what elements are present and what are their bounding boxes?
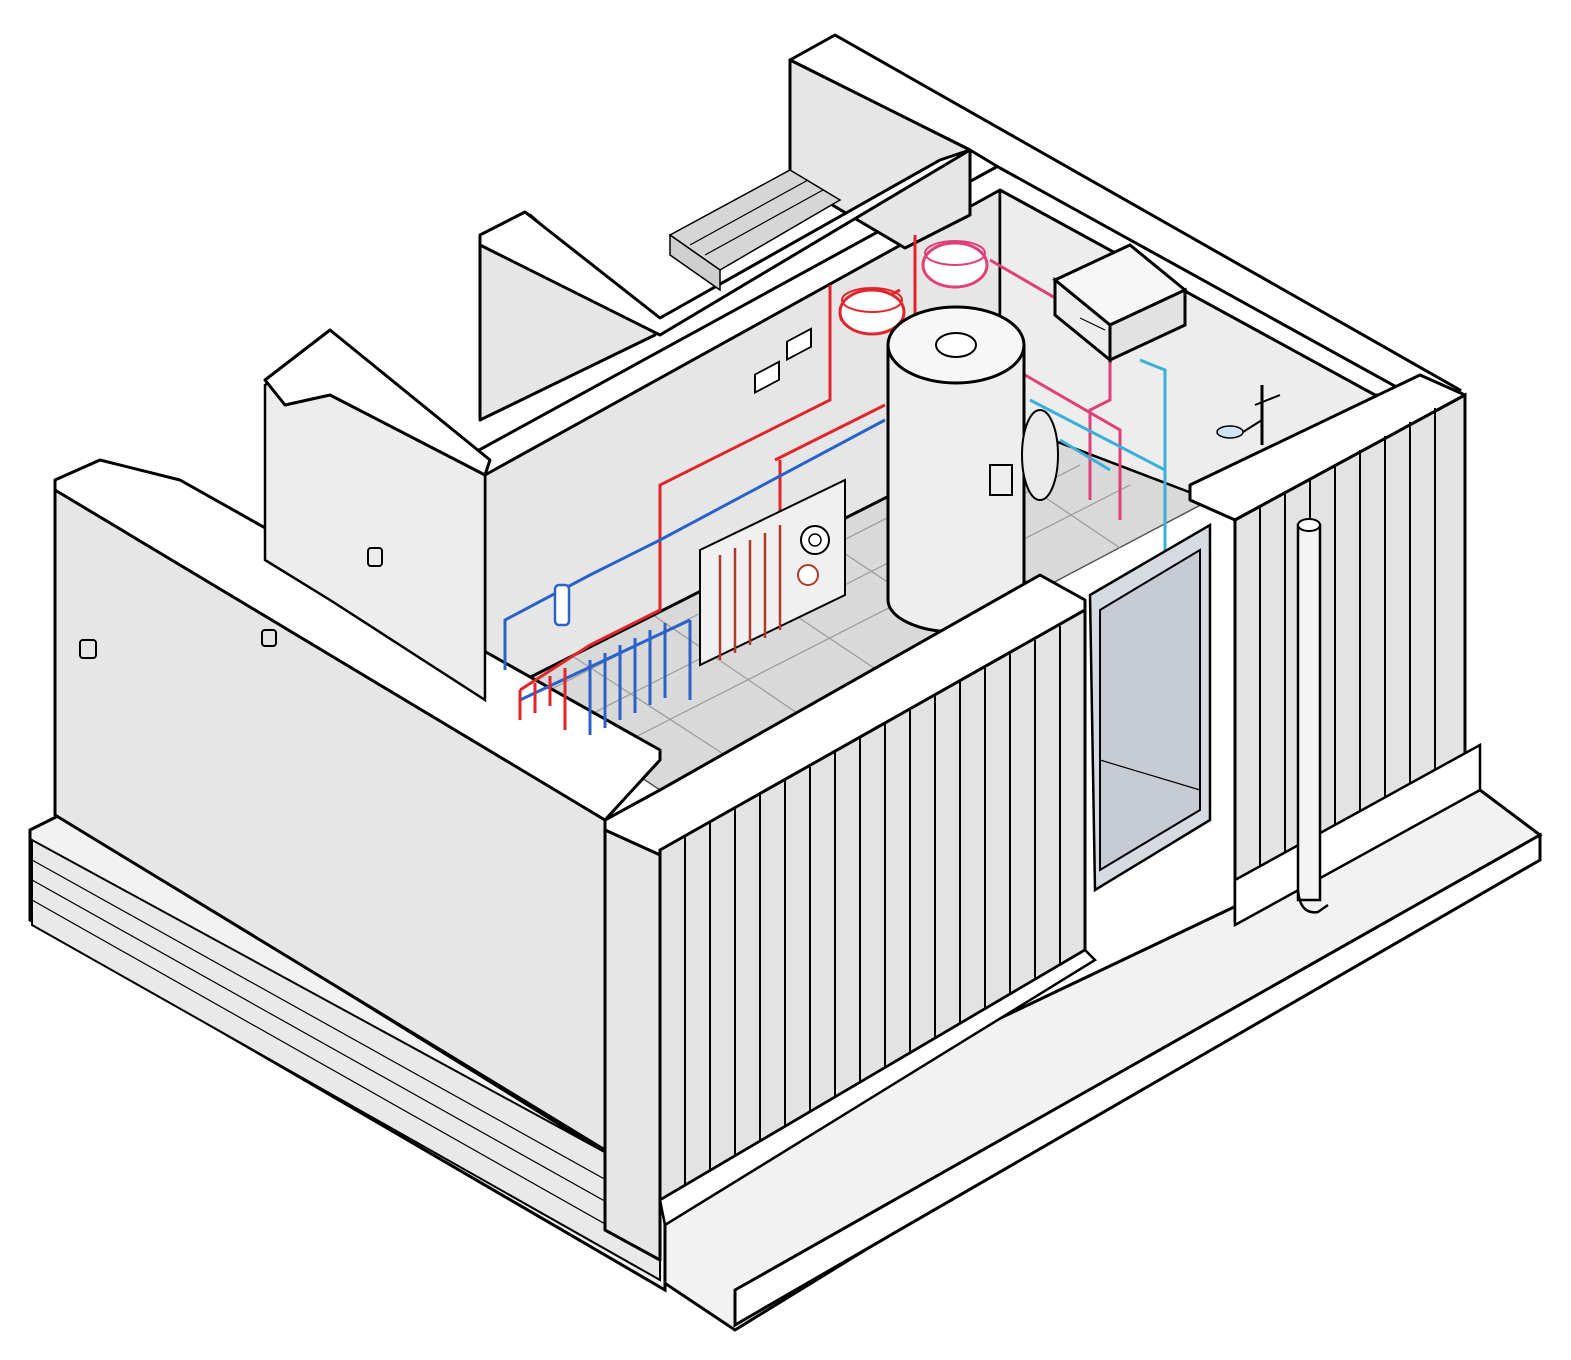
- water-filter: [553, 583, 571, 627]
- buffer-tank: [1021, 409, 1059, 501]
- cold-water-main: [503, 418, 886, 670]
- left-exterior-wall: [53, 328, 662, 1152]
- hot-water-cylinder: [886, 305, 1026, 634]
- expansion-vessel-red: [838, 287, 906, 336]
- wall-mounted-boiler: [1052, 243, 1188, 364]
- distribution-loops: [518, 623, 667, 735]
- electrical-sockets: [754, 327, 812, 395]
- wall-socket-icon: [79, 639, 97, 659]
- manifold-loops: [718, 525, 782, 660]
- wall-socket-icon: [367, 547, 383, 567]
- underfloor-heating-manifold: [699, 478, 846, 667]
- shower-head: [1216, 385, 1281, 445]
- cladding-boards: [684, 626, 1061, 1185]
- expansion-vessel-pink: [921, 240, 989, 289]
- wall-socket-icon: [261, 629, 277, 647]
- front-clad-wall: [603, 573, 1087, 1262]
- plumbing-system: [503, 235, 1167, 702]
- front-plinth: [658, 948, 1098, 1228]
- hot-water-main: [519, 285, 832, 692]
- staircase: [668, 169, 842, 292]
- stair-enclosure: [478, 58, 972, 422]
- foundation-hatching: [31, 859, 661, 1256]
- pump-group: [797, 525, 830, 586]
- downpipe: [1296, 518, 1329, 914]
- ground-slab: [28, 788, 1543, 1332]
- right-clad-wall: [1188, 373, 1482, 928]
- window: [1088, 522, 1212, 893]
